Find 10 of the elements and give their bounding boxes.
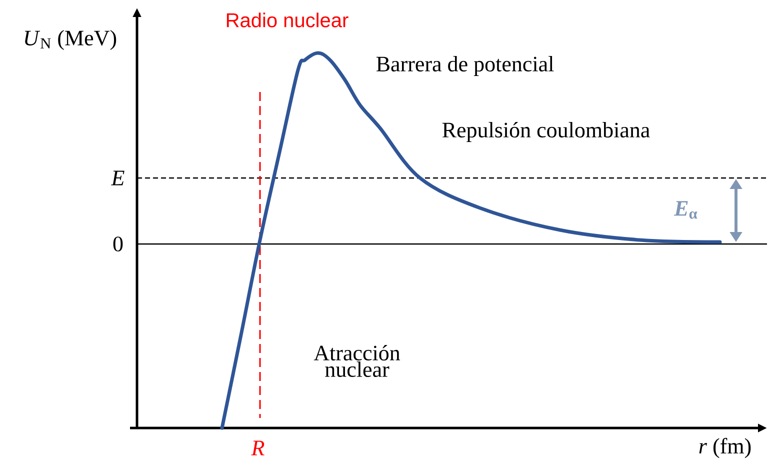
tick-label: 0 (113, 236, 123, 252)
axis-label: r (fm) (699, 438, 751, 458)
curve-label: Repulsión coulombiana (442, 122, 650, 142)
radius-label: Radio nuclear (226, 12, 348, 28)
region-label: Atracción nuclear (314, 344, 400, 377)
curve-label: Barrera de potencial (376, 56, 554, 76)
tick-label: R (251, 440, 264, 456)
axis-label: U$_{N}$ (MeV) (25, 30, 116, 50)
tick-label: E (111, 170, 124, 186)
energy-label: E$_{α}$ (674, 201, 698, 219)
